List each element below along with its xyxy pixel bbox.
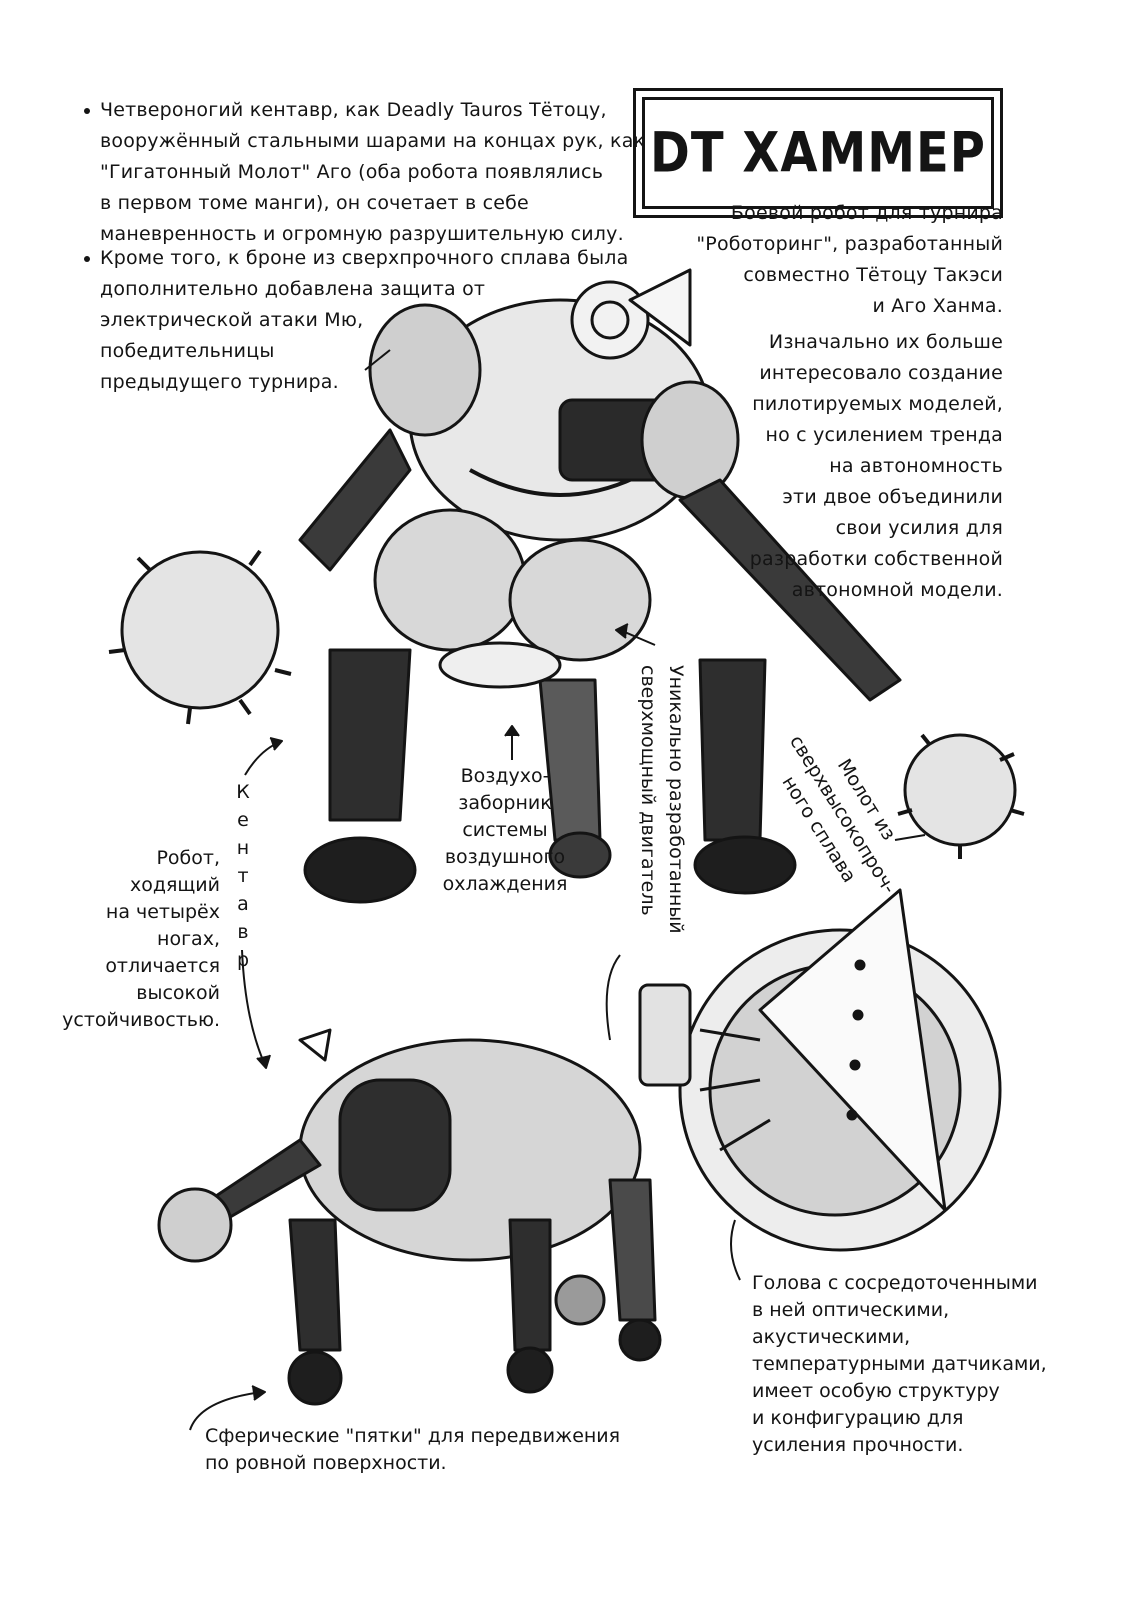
centaur-letter: р xyxy=(236,949,250,971)
bullet-1: Четвероногий кентавр, как Deadly Tauros … xyxy=(84,95,646,250)
leader-arrows xyxy=(189,349,926,1431)
centaur-letter: в xyxy=(237,921,249,943)
intake-label-line: охлаждения xyxy=(442,873,568,895)
engine-label-line: Уникально разработанный xyxy=(665,665,687,934)
head-label-line: акустическими, xyxy=(752,1326,911,1348)
heels-label-line: Сферические "пятки" для передвижения xyxy=(205,1425,621,1447)
head-label-line: в ней оптическими, xyxy=(752,1299,950,1321)
intake-label-line: системы xyxy=(462,819,548,841)
intro2-line: интересовало создание xyxy=(759,362,1003,384)
head-label-line: и конфигурацию для xyxy=(752,1407,964,1429)
head-label-line: Голова с сосредоточенными xyxy=(752,1272,1038,1294)
head-label-line: температурными датчиками, xyxy=(752,1353,1047,1375)
head-label-line: усиления прочности. xyxy=(752,1434,964,1456)
bullet-dot xyxy=(84,108,90,114)
intro-line: Боевой робот для турнира xyxy=(730,202,1003,224)
robot-legs-line: отличается xyxy=(105,955,220,977)
centaur-letter: т xyxy=(237,865,249,887)
robot-legs-line: ходящий xyxy=(129,874,220,896)
bullet-2-line: предыдущего турнира. xyxy=(100,371,339,393)
centaur-letter: н xyxy=(236,837,250,859)
intro2-line: свои усилия для xyxy=(835,517,1003,539)
intro2-line: эти двое объединили xyxy=(782,486,1003,508)
intro-text: Боевой робот для турнира "Роботоринг", р… xyxy=(696,198,1003,322)
bullet-2-line: дополнительно добавлена защита от xyxy=(100,278,486,300)
centaur-letter: К xyxy=(236,781,250,803)
engine-label-line: сверхмощный двигатель xyxy=(637,665,659,916)
bullet-2: Кроме того, к броне из сверхпрочного спл… xyxy=(84,243,629,398)
page-title: DT ХАММЕР xyxy=(650,120,986,186)
centaur-letter: а xyxy=(237,893,249,915)
intake-label-line: воздушного xyxy=(444,846,566,868)
intro2-line: на автономность xyxy=(829,455,1003,477)
intro2-text: Изначально их больше интересовало создан… xyxy=(750,327,1003,606)
bullet-1-line: вооружённый стальными шарами на концах р… xyxy=(100,130,646,152)
bullet-2-line: Кроме того, к броне из сверхпрочного спл… xyxy=(100,247,629,269)
centaur-letter: е xyxy=(237,809,249,831)
robot-legs-label: Робот, ходящий на четырёх ногах, отличае… xyxy=(62,845,220,1034)
intro-line: "Роботоринг", разработанный xyxy=(696,233,1003,255)
intro2-line: но с усилением тренда xyxy=(765,424,1003,446)
robot-head-closeup-drawing xyxy=(605,888,1002,1252)
head-label: Голова с сосредоточенными в ней оптическ… xyxy=(752,1270,1047,1459)
bullet-1-line: в первом томе манги), он сочетает в себе xyxy=(100,192,529,214)
intake-label: Воздухо- заборник системы воздушного охл… xyxy=(420,763,590,898)
robot-legs-line: Робот, xyxy=(156,847,220,869)
intro-line: и Аго Ханма. xyxy=(872,295,1003,317)
head-label-line: имеет особую структуру xyxy=(752,1380,1000,1402)
heels-label: Сферические "пятки" для передвижения по … xyxy=(205,1423,620,1477)
robot-legs-line: на четырёх xyxy=(105,901,220,923)
robot-bottom-drawing xyxy=(157,1028,662,1406)
centaur-label: К е н т а в р xyxy=(233,778,253,974)
robot-legs-line: ногах, xyxy=(157,928,220,950)
intake-label-line: заборник xyxy=(458,792,552,814)
intake-label-line: Воздухо- xyxy=(460,765,550,787)
intro2-line: Изначально их больше xyxy=(768,331,1003,353)
intro-line: совместно Тётоцу Такэси xyxy=(743,264,1003,286)
robot-legs-line: высокой xyxy=(136,982,220,1004)
intro2-line: разработки собственной xyxy=(749,548,1003,570)
bullet-1-line: "Гигатонный Молот" Аго (оба робота появл… xyxy=(100,161,604,183)
robot-top-drawing xyxy=(108,268,1025,904)
bullet-1-line: маневренность и огромную разрушительную … xyxy=(100,223,624,245)
bullet-1-line: Четвероногий кентавр, как Deadly Tauros … xyxy=(100,99,607,121)
engine-label: Уникально разработанный сверхмощный двиг… xyxy=(634,665,690,934)
bullet-2-line: электрической атаки Мю, xyxy=(100,309,364,331)
intro2-line: пилотируемых моделей, xyxy=(752,393,1003,415)
bullet-dot xyxy=(84,256,90,262)
title-box: DT ХАММЕР xyxy=(633,88,1003,218)
intro2-line: автономной модели. xyxy=(791,579,1003,601)
bullet-2-line: победительницы xyxy=(100,340,275,362)
robot-legs-line: устойчивостью. xyxy=(62,1009,220,1031)
title-box-inner: DT ХАММЕР xyxy=(642,97,994,209)
heels-label-line: по ровной поверхности. xyxy=(205,1452,447,1474)
